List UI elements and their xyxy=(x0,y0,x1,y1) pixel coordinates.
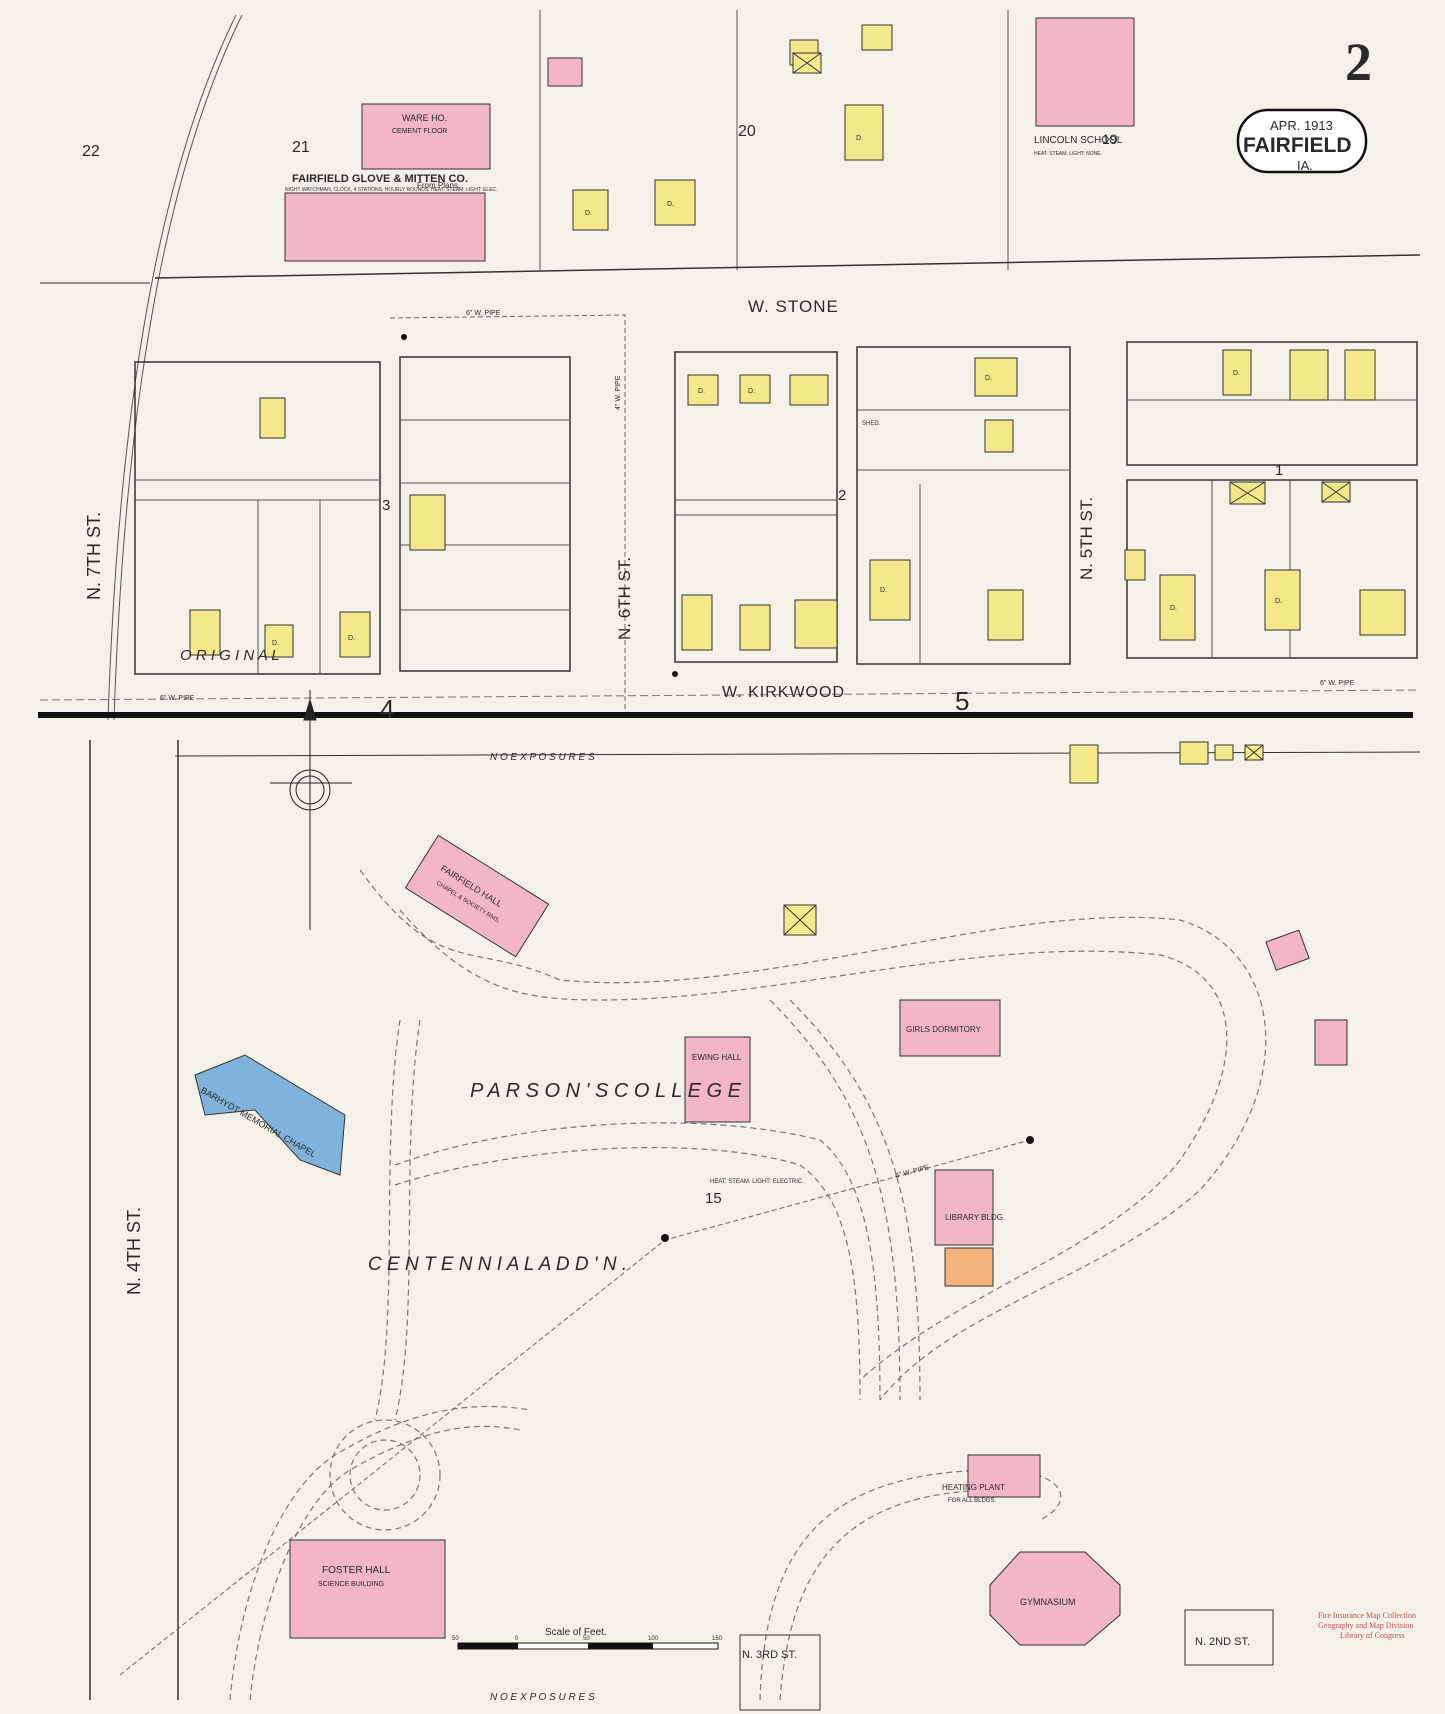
scale-tick: 0 xyxy=(515,1636,519,1642)
centennial-addn-label: C E N T E N N I A L A D D ' N . xyxy=(368,1254,627,1275)
loc-stamp-line: Library of Congress xyxy=(1340,1631,1404,1640)
parsons-college-label: P A R S O N ' S C O L L E G E xyxy=(470,1080,742,1102)
block-2-west-outline xyxy=(674,351,838,663)
from-plans-label: From Plans. xyxy=(417,181,460,190)
block-number: 2 xyxy=(838,487,846,504)
block-number: 20 xyxy=(738,123,756,140)
dwelling-label: D. xyxy=(1170,605,1177,612)
outbuildings xyxy=(783,52,1351,936)
heating-plant-label: HEATING PLANT xyxy=(942,1483,1005,1492)
pipe-label: 6" W. PIPE xyxy=(1320,680,1355,687)
dwelling-label: D. xyxy=(856,135,863,142)
no-exposures-top: N O E X P O S U R E S xyxy=(490,752,595,763)
carnegie-library-annex xyxy=(944,1247,994,1287)
block-number: 4 xyxy=(380,694,394,724)
scale-tick: 50 xyxy=(583,1636,590,1642)
foster-hall-label: FOSTER HALL xyxy=(322,1565,391,1576)
lincoln-note: HEAT: STEAM. LIGHT: NONE. xyxy=(1034,151,1102,157)
barhydt-memorial-chapel xyxy=(194,1054,346,1176)
block-number: 15 xyxy=(705,1190,722,1207)
n-2nd-lot xyxy=(1184,1609,1274,1666)
foster-hall-building xyxy=(289,1539,446,1639)
scale-tick: 150 xyxy=(712,1636,723,1642)
street-n-5th: N. 5TH ST. xyxy=(1077,497,1096,580)
compass-rose xyxy=(270,690,352,930)
n-3rd-lot xyxy=(739,1634,821,1711)
scale-bar xyxy=(457,1642,719,1650)
glove-note: NIGHT WATCHMAN, CLOCK, 4 STATIONS, HOURL… xyxy=(285,187,498,193)
heat-note: HEAT: STEAM. LIGHT: ELECTRIC. xyxy=(710,1179,804,1185)
block-number: 3 xyxy=(382,497,390,514)
fairfield-hall-building xyxy=(404,834,550,958)
block-number: 21 xyxy=(292,139,310,156)
ewing-hall-label: EWING HALL xyxy=(692,1053,742,1062)
scale-title: Scale of Feet. xyxy=(545,1627,607,1638)
original-label: O R I G I N A L xyxy=(180,647,280,664)
lincoln-school-label: LINCOLN SCHOOL xyxy=(1034,135,1123,146)
street-w-kirkwood: W. KIRKWOOD xyxy=(722,684,845,701)
heating-plant-building xyxy=(967,1454,1041,1498)
street-n-4th: N. 4TH ST. xyxy=(124,1207,144,1295)
w-stone-north-edge xyxy=(154,254,1421,279)
street-n-2nd: N. 2ND ST. xyxy=(1195,1636,1250,1648)
street-n-6th: N. 6TH ST. xyxy=(615,557,634,640)
ware-ho-label: WARE HO. xyxy=(402,113,447,123)
block-1-north-outline xyxy=(1126,341,1418,466)
library-label: LIBRARY BLDG. xyxy=(945,1213,1005,1222)
pipe-label: 6" W. PIPE xyxy=(466,310,501,317)
sheet-state: IA. xyxy=(1297,158,1313,173)
sheet-number: 2 xyxy=(1345,32,1372,92)
pipe-label: 4" W. PIPE xyxy=(615,375,622,410)
library-building xyxy=(934,1169,994,1246)
sheet-date: APR. 1913 xyxy=(1270,118,1333,133)
ewing-hall-building xyxy=(684,1036,751,1123)
dwelling-label: D. xyxy=(698,388,705,395)
sheet-city: FAIRFIELD xyxy=(1243,134,1352,157)
dwelling-label: D. xyxy=(748,388,755,395)
loc-stamp-line: Fire Insurance Map Collection xyxy=(1318,1611,1416,1620)
dwelling-label: D. xyxy=(985,375,992,382)
foster-hall-sub: SCIENCE BUILDING xyxy=(318,1581,384,1588)
street-n-7th: N. 7TH ST. xyxy=(84,512,104,600)
no-exposures-bottom: N O E X P O S U R E S xyxy=(490,1692,595,1703)
campus-drives xyxy=(229,869,1267,1701)
shed-label: SHED. xyxy=(862,421,881,427)
dwelling-label: D. xyxy=(348,635,355,642)
pipe-label: 6" W. PIPE xyxy=(160,695,195,702)
block-3-east-outline xyxy=(399,356,571,672)
dwelling-label: D. xyxy=(272,640,279,647)
glove-mitten-factory xyxy=(284,192,486,262)
dwelling-label: D. xyxy=(667,201,674,208)
w-kirkwood-rail-line xyxy=(38,712,1413,718)
city-cartouche xyxy=(1236,108,1368,174)
street-n-3rd: N. 3RD ST. xyxy=(742,1649,797,1661)
railroad-track xyxy=(107,14,243,721)
block-number: 22 xyxy=(82,143,100,160)
street-w-stone: W. STONE xyxy=(748,297,839,316)
heating-plant-sub: FOR ALL BLDGS. xyxy=(948,1498,996,1504)
gymnasium-label: GYMNASIUM xyxy=(1020,1597,1076,1607)
block-number: 19 xyxy=(1102,131,1118,147)
loc-stamp-line: Geography and Map Division xyxy=(1318,1621,1413,1630)
block-2-east-outline xyxy=(856,346,1071,665)
dwelling-label: D. xyxy=(880,587,887,594)
cement-floor-label: CEMENT FLOOR xyxy=(392,128,448,135)
lincoln-school-building xyxy=(1035,17,1135,127)
block-number: 1 xyxy=(1275,462,1283,479)
dwelling-label: D. xyxy=(585,210,592,217)
gymnasium-building xyxy=(989,1551,1121,1646)
dwelling-label: D. xyxy=(1233,370,1240,377)
glove-mitten-label: FAIRFIELD GLOVE & MITTEN CO. xyxy=(292,173,468,185)
dwelling-label: D. xyxy=(1275,598,1282,605)
lot-lines xyxy=(539,10,1009,270)
ware-house-building xyxy=(361,103,491,170)
frame-dwellings xyxy=(189,24,1406,784)
block-number: 5 xyxy=(955,686,969,716)
scale-tick: 100 xyxy=(648,1636,659,1642)
girls-dorm-label: GIRLS DORMITORY xyxy=(906,1025,981,1034)
girls-dormitory-building xyxy=(899,999,1001,1057)
scale-tick: 50 xyxy=(452,1636,459,1642)
